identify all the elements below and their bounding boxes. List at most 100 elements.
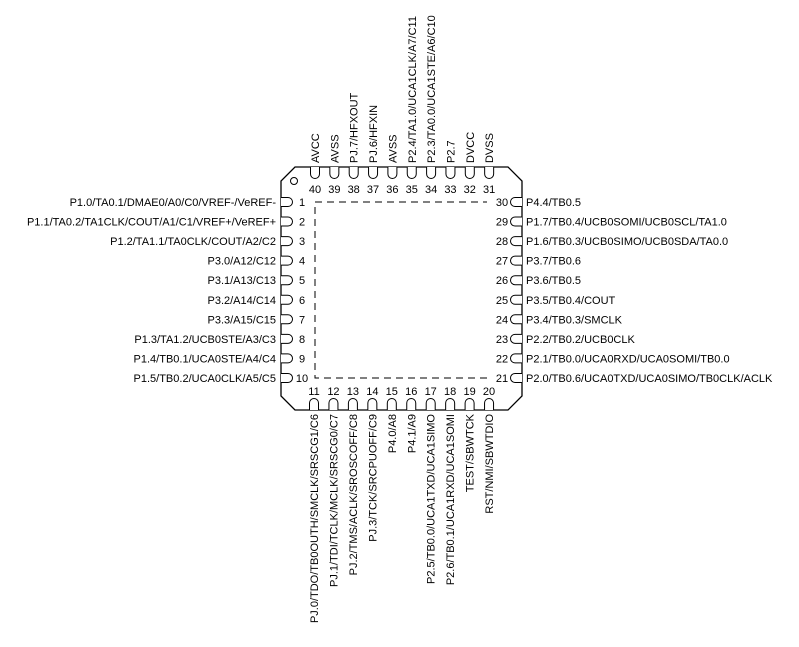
- pin-tab: [281, 236, 293, 247]
- pin1-marker: [290, 177, 298, 185]
- pin-label: P1.1/TA0.2/TA1CLK/COUT/A1/C1/VREF+/VeREF…: [27, 217, 276, 229]
- pin-tab: [386, 398, 397, 410]
- pin-label: P4.1/A9: [406, 414, 418, 453]
- pin-number: 15: [386, 386, 398, 398]
- pin-number: 17: [425, 386, 437, 398]
- pin-number: 39: [328, 184, 340, 196]
- pin-tab: [510, 314, 522, 325]
- pin-tab: [281, 372, 293, 383]
- pin-label: PJ.2/TMS/ACLK/SROSCOFF/C8: [348, 414, 360, 575]
- pin-number: 9: [299, 353, 305, 365]
- pin-number: 14: [366, 386, 378, 398]
- chip-body: [280, 166, 523, 411]
- pin-tab: [510, 197, 522, 207]
- pin-tab: [281, 255, 293, 266]
- pin-tab: [510, 372, 522, 383]
- pin-tab: [484, 167, 495, 179]
- pin-label: PJ.3/TCK/SRCPUOFF/C9: [367, 414, 379, 542]
- pin-tab: [348, 167, 359, 179]
- pin-tab: [464, 398, 475, 410]
- pin-number: 22: [496, 353, 508, 365]
- pin-tab: [425, 398, 436, 410]
- pin-number: 36: [386, 184, 398, 196]
- pin-label: P1.0/TA0.1/DMAE0/A0/C0/VREF-/VeREF-: [70, 197, 277, 209]
- pin-label: P3.0/A12/C12: [208, 256, 277, 268]
- pin-tab: [281, 197, 293, 207]
- pin-label: P2.6/TB0.1/UCA1RXD/UCA1SOMI: [445, 414, 457, 585]
- pin-label: AVCC: [310, 133, 322, 163]
- pin-number: 10: [296, 373, 308, 385]
- pin-number: 34: [425, 184, 437, 196]
- pin-label: P2.0/TB0.6/UCA0TXD/UCA0SIMO/TB0CLK/ACLK: [526, 373, 773, 385]
- pin-tab: [281, 294, 293, 305]
- pin-label: P3.3/A15/C15: [208, 314, 277, 326]
- pin-tab: [510, 236, 522, 247]
- pin-number: 18: [444, 386, 456, 398]
- pin-number: 26: [496, 275, 508, 287]
- pin-number: 3: [299, 236, 305, 248]
- pin-tab: [484, 398, 495, 410]
- pin-number: 24: [496, 314, 508, 326]
- pin-number: 30: [496, 197, 508, 209]
- pin-label: PJ.7/HFXOUT: [349, 92, 361, 163]
- pin-tab: [510, 255, 522, 266]
- pin-tab: [510, 275, 522, 286]
- pin-label: AVSS: [329, 134, 341, 163]
- pin-label: DVCC: [465, 132, 477, 163]
- pin-tab: [281, 353, 293, 364]
- pin-label: P1.3/TA1.2/UCB0STE/A3/C3: [134, 334, 276, 346]
- pin-label: PJ.0/TDO/TB0OUTH/SMCLK/SRSCG1/C6: [309, 414, 321, 623]
- pin-number: 38: [348, 184, 360, 196]
- pin-label: P4.4/TB0.5: [526, 197, 581, 209]
- pin-number: 33: [444, 184, 456, 196]
- pin-tab: [367, 398, 378, 410]
- pin-number: 20: [483, 386, 495, 398]
- pin-tab: [387, 167, 398, 179]
- pin-label: P2.7: [445, 140, 457, 163]
- pin-number: 12: [327, 386, 339, 398]
- pin-number: 2: [299, 217, 305, 229]
- pin-label: TEST/SBWTCK: [465, 413, 477, 492]
- pin-label: P1.5/TB0.2/UCA0CLK/A5/C5: [134, 373, 276, 385]
- pin-tab: [347, 398, 358, 410]
- pin-label: P3.1/A13/C13: [208, 275, 277, 287]
- pin-tab: [368, 167, 379, 179]
- pin-number: 37: [367, 184, 379, 196]
- pin-number: 13: [347, 386, 359, 398]
- pin-number: 5: [299, 275, 305, 287]
- pin-tab: [310, 167, 320, 179]
- pin-label: P2.3/TA0.0/UCA1STE/A6/C10: [426, 15, 438, 163]
- pin-label: P3.2/A14/C14: [208, 295, 277, 307]
- pin-label: DVSS: [484, 133, 496, 163]
- pin-number: 40: [309, 184, 321, 196]
- pin-number: 31: [483, 184, 495, 196]
- pin-number: 16: [405, 386, 417, 398]
- pin-label: PJ.1/TDI/TCLK/MCLK/SRSCG0/C7: [328, 414, 340, 587]
- pin-number: 25: [496, 295, 508, 307]
- pin-tab: [309, 398, 319, 410]
- pin-label: P3.4/TB0.3/SMCLK: [526, 314, 623, 326]
- pin-tab: [510, 353, 522, 364]
- pin-tab: [281, 333, 293, 344]
- pin-number: 6: [299, 295, 305, 307]
- pin-tab: [510, 216, 522, 227]
- pin-number: 28: [496, 236, 508, 248]
- pin-number: 4: [299, 256, 305, 268]
- pin-number: 8: [299, 334, 305, 346]
- pin-tab: [329, 167, 340, 179]
- pin-tab: [281, 216, 293, 227]
- pin-number: 35: [406, 184, 418, 196]
- pin-tab: [426, 167, 437, 179]
- pin-label: P1.7/TB0.4/UCB0SOMI/UCB0SCL/TA1.0: [526, 217, 727, 229]
- pin-tab: [281, 275, 293, 286]
- pin-number: 27: [496, 256, 508, 268]
- pin-tab: [406, 398, 417, 410]
- pin-number: 29: [496, 217, 508, 229]
- pin-tab: [406, 167, 417, 179]
- pin-number: 32: [464, 184, 476, 196]
- pin-label: P4.0/A8: [387, 414, 399, 453]
- pin-label: P1.2/TA1.1/TA0CLK/COUT/A2/C2: [110, 236, 276, 248]
- pin-tab: [464, 167, 475, 179]
- pin-tab: [510, 294, 522, 305]
